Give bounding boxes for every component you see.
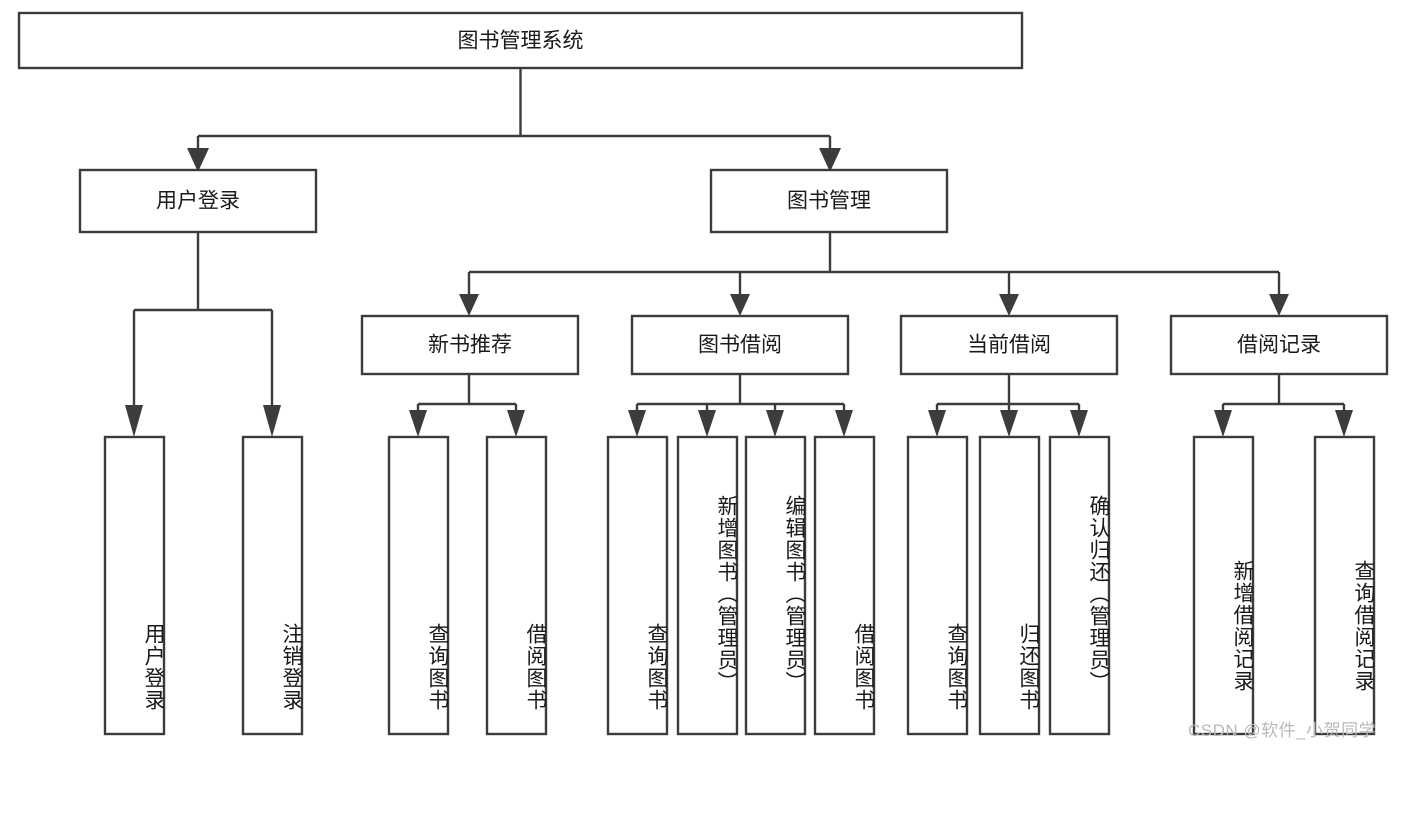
arrowhead-borrow-l4: [835, 410, 853, 437]
node-label-group: 图书管理系统 用户登录 图书管理 新书推荐 图书借阅 当前借阅 借阅记录: [156, 30, 1321, 357]
leaf-box-return-book[interactable]: [978, 435, 1041, 736]
leaf-box-borrow-book-1[interactable]: [485, 435, 548, 736]
arrowhead-borrow-l2: [698, 410, 716, 437]
leaf-box-add-record[interactable]: [1192, 435, 1255, 736]
leaf-box-query-record[interactable]: [1313, 435, 1376, 736]
leaf-box-edit-book[interactable]: [744, 435, 807, 736]
node-book-management[interactable]: [709, 168, 949, 234]
arrowhead-record-l1: [1214, 410, 1232, 437]
leaf-box-borrow-book-2[interactable]: [813, 435, 876, 736]
node-current-borrow-label: 当前借阅: [967, 334, 1051, 357]
arrowhead-to-borrow: [730, 294, 750, 316]
arrowhead-borrow-l1: [628, 410, 646, 437]
arrowhead-current-l1: [928, 410, 946, 437]
node-root[interactable]: [17, 11, 1024, 70]
arrowhead-login-l2: [263, 405, 281, 437]
arrowhead-current-l2: [1000, 410, 1018, 437]
leaf-box-query-book-2[interactable]: [606, 435, 669, 736]
arrowhead-to-record: [1269, 294, 1289, 316]
arrowhead-borrow-l3: [766, 410, 784, 437]
node-root-label: 图书管理系统: [458, 30, 584, 53]
flowchart-diagram: 图书管理系统 用户登录 图书管理 新书推荐 图书借阅 当前借阅 借阅记录 用户登…: [17, 11, 1389, 740]
arrowhead-to-newbook: [459, 294, 479, 316]
node-borrow-record-label: 借阅记录: [1237, 334, 1321, 357]
leaf-box-confirm-return[interactable]: [1048, 435, 1111, 736]
arrowhead-current-l3: [1070, 410, 1088, 437]
leaf-box-logout[interactable]: [241, 435, 304, 736]
arrowhead-to-current: [999, 294, 1019, 316]
node-book-management-label: 图书管理: [787, 190, 871, 213]
watermark-text: CSDN @软件_小贺同学: [1188, 721, 1377, 740]
leaf-box-query-book-3[interactable]: [906, 435, 969, 736]
arrowhead-newbook-l1: [409, 410, 427, 437]
arrowhead-to-bookmgmt: [819, 148, 841, 172]
arrowhead-record-l2: [1335, 410, 1353, 437]
arrowhead-login-l1: [125, 405, 143, 437]
node-new-book-recommend-label: 新书推荐: [428, 334, 512, 357]
arrowhead-to-login: [187, 148, 209, 172]
arrowhead-newbook-l2: [507, 410, 525, 437]
flowchart-canvas: 图书管理系统 用户登录 图书管理 新书推荐 图书借阅 当前借阅 借阅记录: [17, 11, 1389, 736]
node-borrow-record[interactable]: [1169, 314, 1389, 376]
node-book-borrow-label: 图书借阅: [698, 334, 782, 357]
node-box-group: [17, 11, 1389, 736]
node-book-borrow[interactable]: [630, 314, 850, 376]
node-user-login-label: 用户登录: [156, 190, 240, 213]
node-user-login[interactable]: [78, 168, 318, 234]
node-new-book-recommend[interactable]: [360, 314, 580, 376]
leaf-box-add-book[interactable]: [676, 435, 739, 736]
node-current-borrow[interactable]: [899, 314, 1119, 376]
leaf-box-user-login[interactable]: [103, 435, 166, 736]
arrowhead-group: [125, 148, 1353, 437]
leaf-box-query-book-1[interactable]: [387, 435, 450, 736]
